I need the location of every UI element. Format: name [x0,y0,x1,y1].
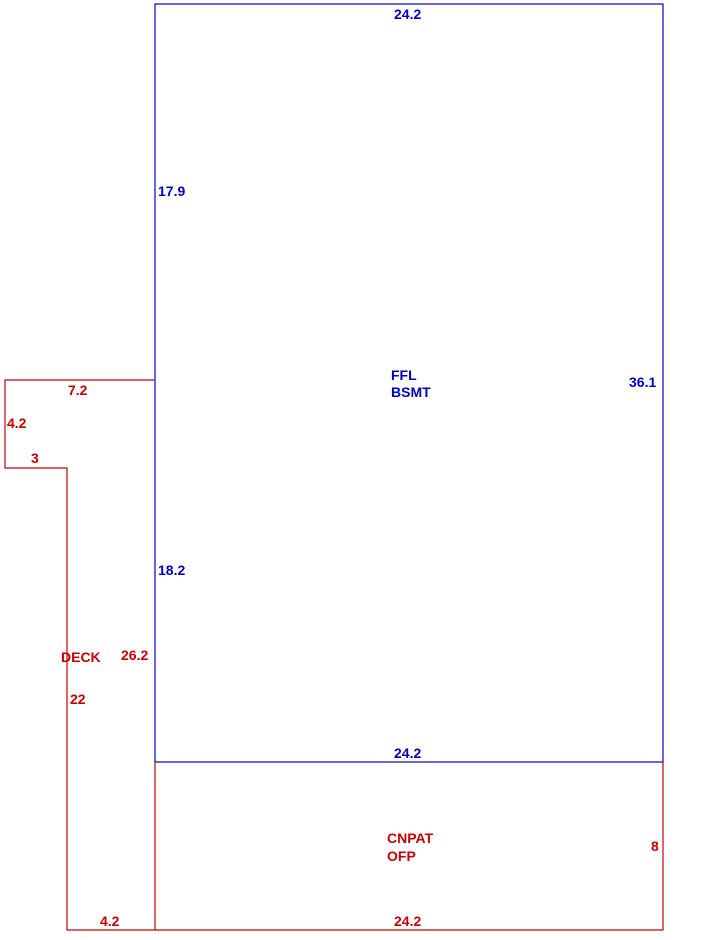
main-left-upper-dimension: 17.9 [158,183,185,199]
patio-right-dimension: 8 [651,838,659,854]
main-left-lower-dimension: 18.2 [158,562,185,578]
deck-inner-left-dimension: 22 [70,691,86,707]
deck-outline [4,379,155,931]
main-bottom-dimension: 24.2 [394,745,421,761]
main-right-dimension: 36.1 [629,374,656,390]
main-area-name-line2: BSMT [391,384,431,400]
deck-left-dimension: 4.2 [7,415,27,431]
patio-bottom-dimension: 24.2 [394,913,421,929]
deck-area-name: DECK [61,649,101,665]
deck-bottom-dimension: 4.2 [100,913,120,929]
main-structure-outline [154,3,664,763]
main-top-dimension: 24.2 [394,6,421,22]
deck-top-dimension: 7.2 [68,382,88,398]
deck-step-dimension: 3 [31,450,39,466]
patio-area-name-line1: CNPAT [387,830,434,846]
main-area-name-line1: FFL [391,367,417,383]
patio-outline [154,762,664,931]
patio-area-name-line2: OFP [387,848,416,864]
deck-right-dimension: 26.2 [121,647,148,663]
